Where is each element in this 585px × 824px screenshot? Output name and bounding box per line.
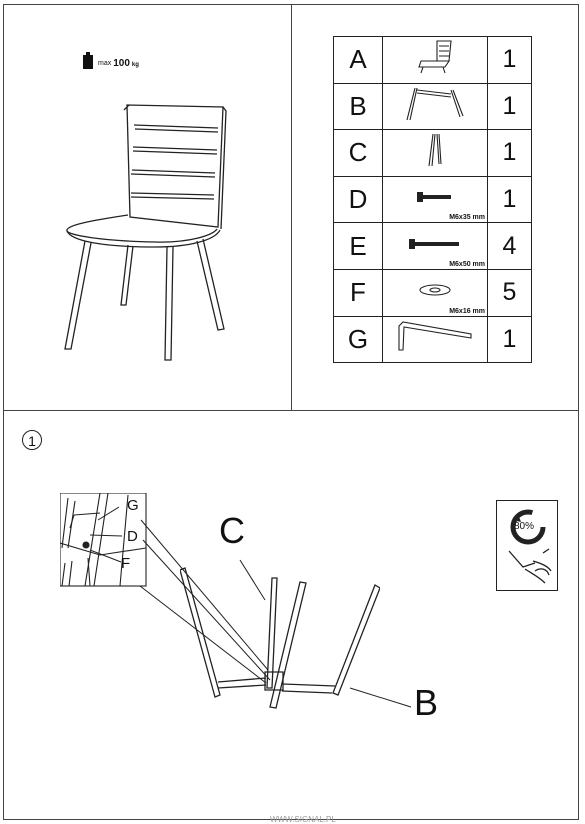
part-quantity: 1	[487, 82, 532, 131]
hand-with-key-icon	[508, 548, 552, 584]
vertical-divider	[291, 4, 292, 410]
callout-g: G	[127, 497, 139, 514]
washer-icon	[419, 284, 451, 296]
part-picture	[382, 82, 488, 131]
detail-inset	[60, 493, 147, 587]
part-picture: M6x50 mm	[382, 222, 488, 270]
weight-limit: max 100 kg	[82, 52, 139, 69]
leg-frame-icon	[406, 87, 464, 121]
allen-key-icon	[398, 321, 472, 351]
callout-d: D	[127, 528, 138, 545]
part-picture: M6x35 mm	[382, 175, 488, 224]
part-spec: M6x35 mm	[449, 214, 485, 222]
callout-b: B	[414, 682, 439, 723]
leg-pair-icon	[428, 134, 442, 167]
weight-unit: kg	[131, 62, 139, 68]
part-quantity: 5	[487, 268, 532, 317]
tighten-percent: 80%	[514, 521, 535, 532]
leg-frame	[180, 567, 380, 709]
chair-part-icon	[418, 40, 452, 74]
callout-f: F	[121, 555, 131, 572]
part-letter: A	[333, 36, 383, 84]
part-quantity: 1	[487, 175, 532, 224]
tighten-instruction: 80%	[496, 500, 558, 591]
bolt-e-icon	[409, 238, 459, 249]
weight-value: 100	[113, 58, 130, 69]
chair-illustration	[64, 104, 227, 361]
part-spec: M6x16 mm	[449, 307, 485, 315]
weight-icon	[83, 52, 93, 69]
part-quantity: 1	[487, 129, 532, 177]
part-letter: D	[333, 175, 383, 224]
horizontal-divider	[3, 410, 579, 411]
callout-c: C	[219, 510, 245, 551]
footer-text: WWW.SIGNAL.PL	[270, 815, 336, 824]
step-number: 1	[22, 430, 42, 450]
weight-prefix: max	[98, 60, 112, 67]
part-letter: F	[333, 268, 383, 317]
part-spec: M6x50 mm	[449, 260, 485, 268]
bolt-d-icon	[417, 192, 451, 203]
part-quantity: 1	[487, 315, 532, 364]
rotation-icon	[510, 509, 546, 545]
part-picture	[382, 129, 488, 177]
part-letter: C	[333, 129, 383, 177]
part-picture	[382, 315, 488, 364]
part-picture	[382, 36, 488, 84]
